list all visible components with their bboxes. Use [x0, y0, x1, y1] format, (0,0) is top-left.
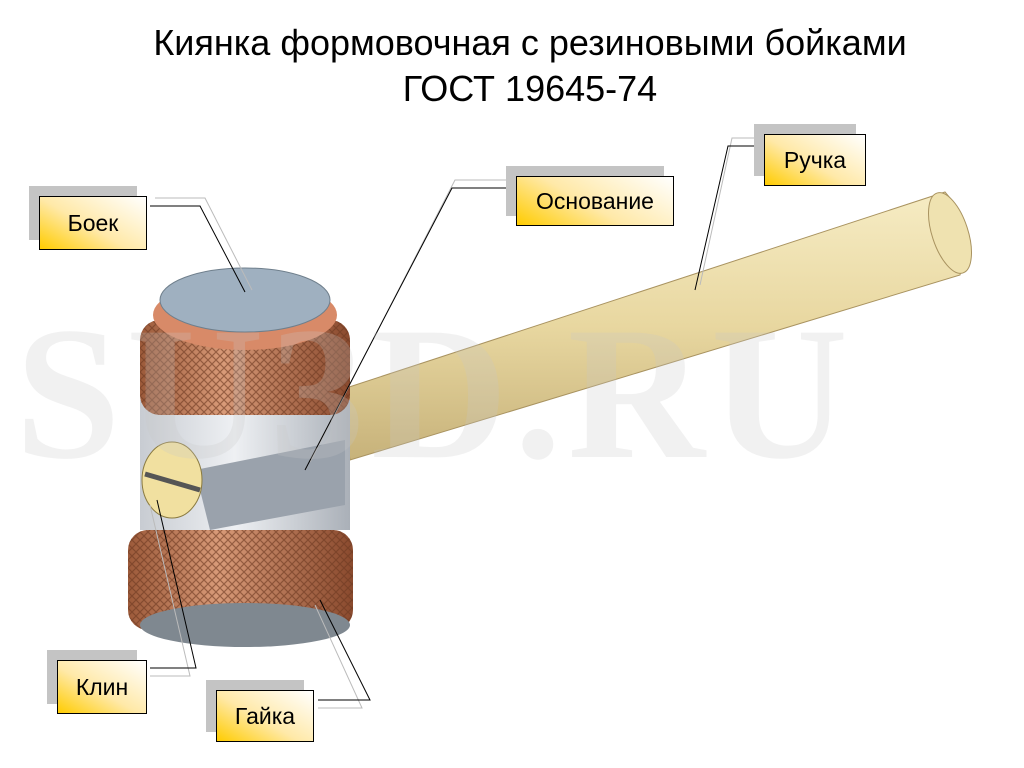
hammer-head — [128, 267, 353, 647]
label-gaika: Гайка — [216, 690, 314, 742]
label-ruchka: Ручка — [764, 134, 866, 186]
label-osnovanie: Основание — [516, 176, 674, 226]
label-klin: Клин — [57, 660, 147, 714]
handle — [339, 191, 972, 461]
title-line2: ГОСТ 19645-74 — [402, 68, 658, 109]
title-line1: Киянка формовочная с резиновыми бойками — [153, 22, 907, 63]
leader-lines — [149, 137, 762, 709]
label-boek: Боек — [39, 196, 147, 250]
